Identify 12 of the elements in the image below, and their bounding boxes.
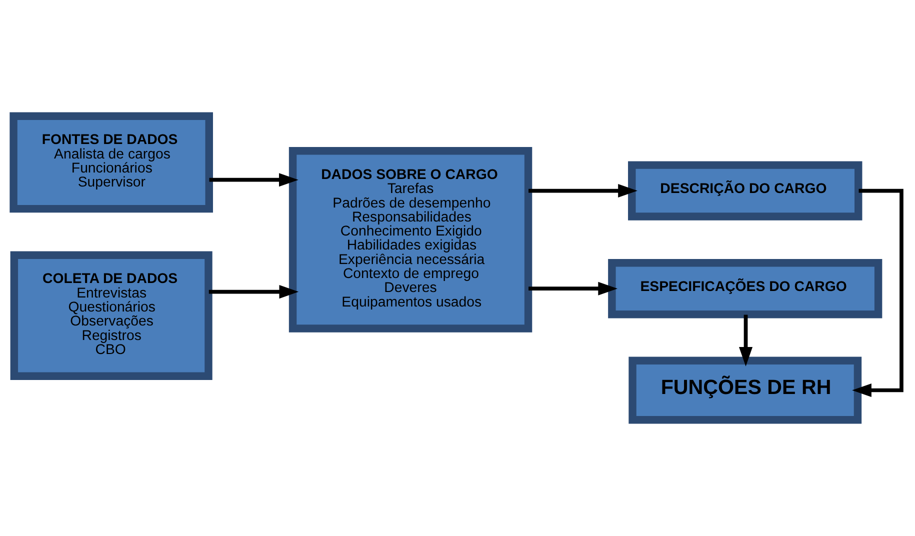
arrow — [852, 188, 904, 398]
arrow — [208, 285, 299, 299]
node-box: COLETA DE DADOS Entrevistas Questionários Observações Registros CBO — [10, 251, 212, 380]
node-box: FONTES DE DADOS Analista de cargos Funcionários Supervisor — [10, 112, 213, 213]
arrow — [739, 314, 753, 366]
node-box: FUNÇÕES DE RH — [628, 356, 862, 424]
node-box: DADOS SOBRE O CARGO Tarefas Padrões de desempenho Responsabilidades Conhecimento Exigido Habilidades exigidas Experiência necessária Contexto de emprego Deveres Equipamentos usados — [288, 147, 532, 332]
node-box: ESPECIFICAÇÕES DO CARGO — [608, 259, 882, 318]
arrow — [209, 173, 298, 187]
arrow — [528, 282, 618, 296]
node-box: DESCRIÇÃO DO CARGO — [628, 161, 862, 220]
arrow — [528, 184, 638, 198]
